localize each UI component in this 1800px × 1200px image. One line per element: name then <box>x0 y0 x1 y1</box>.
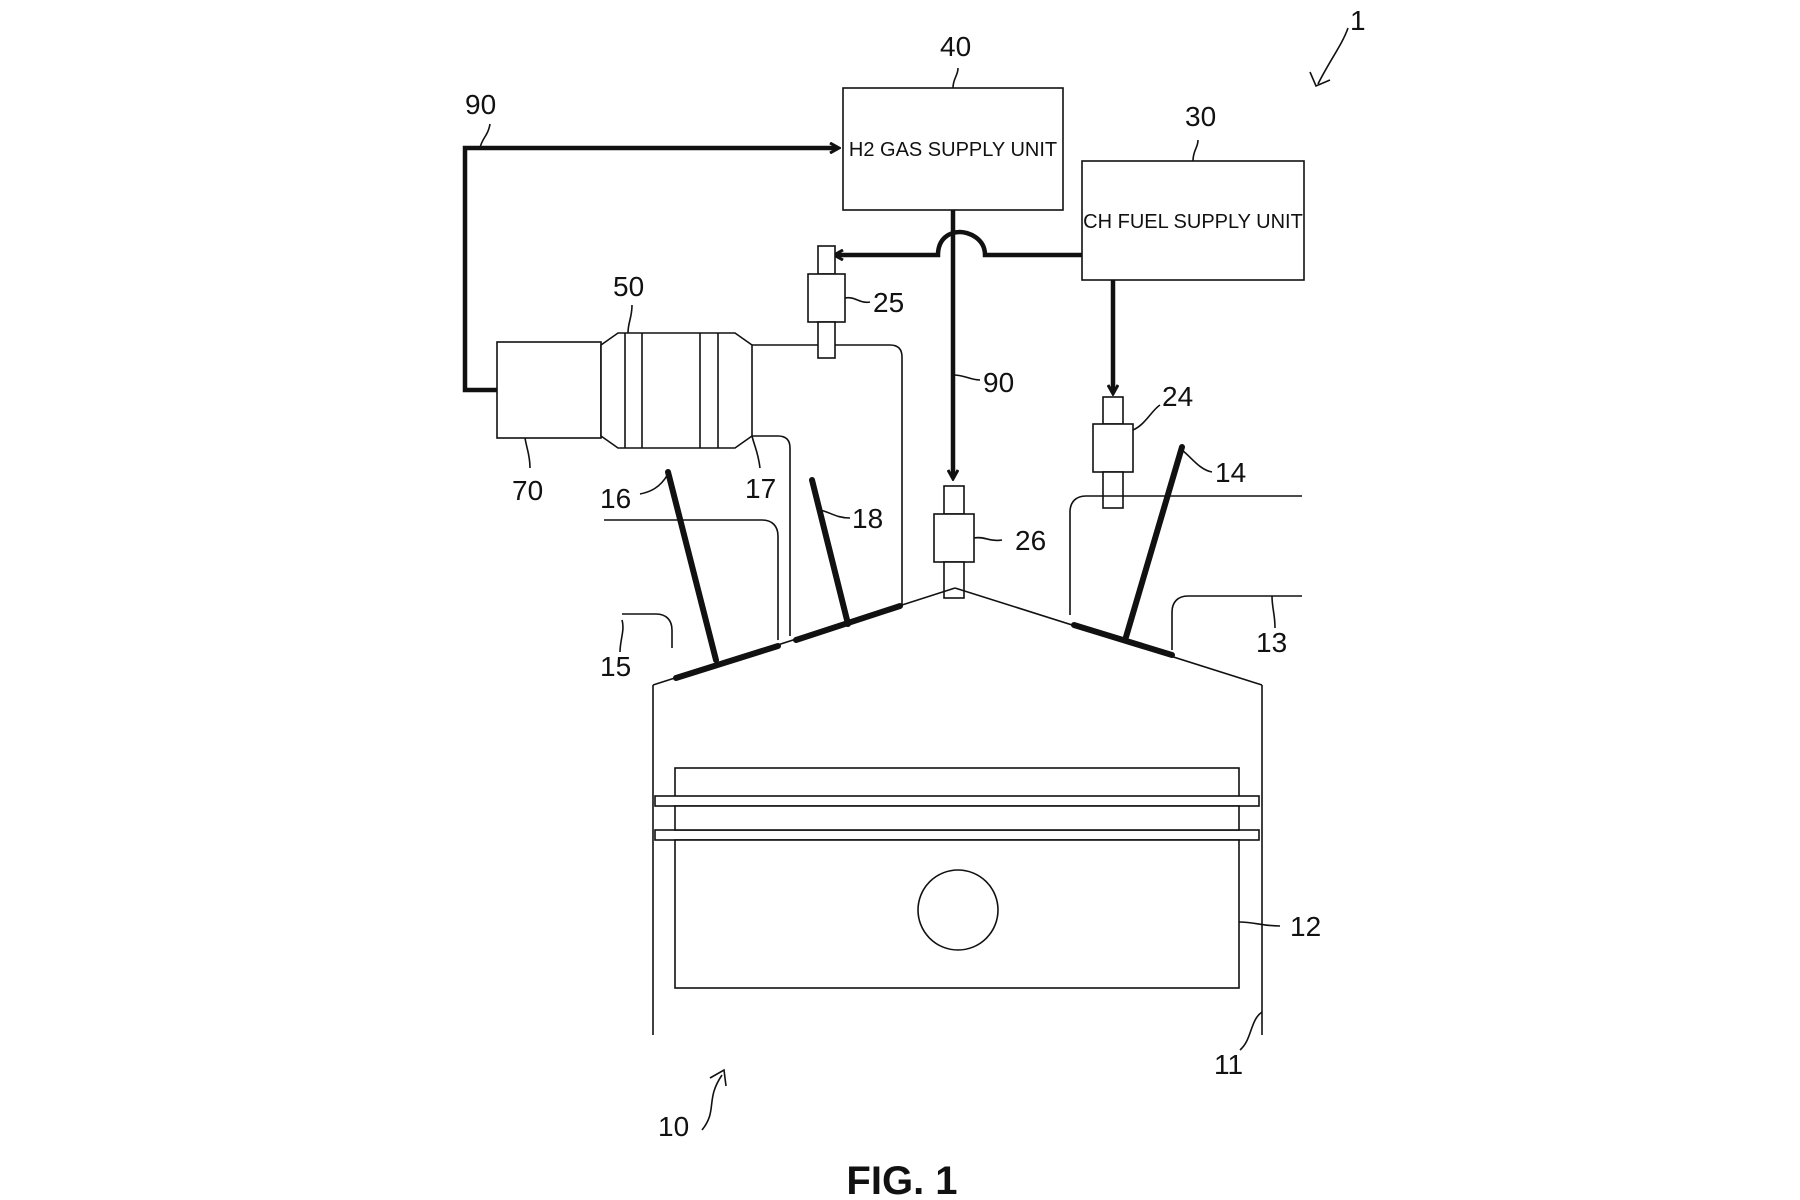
exhaust-pipe-inner <box>752 435 791 636</box>
ch-fuel-supply-unit-label: CH FUEL SUPPLY UNIT <box>1083 211 1303 233</box>
injector-24-stem <box>1102 471 1124 509</box>
injector-25-stem <box>817 321 836 359</box>
leader-15 <box>619 619 624 653</box>
leader-70 <box>524 437 531 469</box>
ref-26: 26 <box>1015 525 1046 556</box>
injector-26-stem <box>943 561 965 599</box>
leader-25 <box>844 296 871 304</box>
ch-fuel-supply-unit-box <box>1081 160 1305 281</box>
leader-16 <box>639 473 669 495</box>
ref-10: 10 <box>658 1111 689 1142</box>
ref-13: 13 <box>1256 627 1287 658</box>
catalyst-50 <box>600 332 753 449</box>
ref-70: 70 <box>512 475 543 506</box>
system-ref-arrowhead <box>1309 71 1331 88</box>
ref-1: 1 <box>1350 5 1366 36</box>
leader-17 <box>751 435 761 469</box>
leader-90-top <box>479 123 491 149</box>
exhaust-valve-16 <box>665 469 719 663</box>
ref-12: 12 <box>1290 911 1321 942</box>
intake-valve-seat <box>1071 622 1175 658</box>
injector-25-body <box>807 273 846 323</box>
piston-ring-2 <box>654 829 1260 841</box>
h2-line-90-top <box>462 148 838 393</box>
leader-14 <box>1181 449 1213 473</box>
ref-15: 15 <box>600 651 631 682</box>
ref-30: 30 <box>1185 101 1216 132</box>
exhaust-port-15 <box>622 613 673 648</box>
leader-50 <box>627 304 633 334</box>
ref-90-mid: 90 <box>983 367 1014 398</box>
injector-26-body <box>933 513 975 563</box>
system-ref-leader <box>1317 27 1349 85</box>
ref-14: 14 <box>1215 457 1246 488</box>
leader-13 <box>1271 595 1276 629</box>
exhaust-pipe-outer <box>752 344 903 604</box>
ref-90-top: 90 <box>465 89 496 120</box>
ref-18: 18 <box>852 503 883 534</box>
ref-50: 50 <box>613 271 644 302</box>
piston-body-connector <box>674 805 1240 831</box>
intake-port-upper <box>1069 495 1302 615</box>
leader-11 <box>1239 1011 1263 1051</box>
ref-24: 24 <box>1162 381 1193 412</box>
leader-18 <box>819 509 851 519</box>
injector-24-tip <box>1102 396 1124 425</box>
intake-valve-14 <box>1123 444 1185 640</box>
exhaust-port-passage <box>604 519 779 640</box>
leader-90-mid <box>952 374 981 381</box>
ref-25: 25 <box>873 287 904 318</box>
h2-gas-supply-unit-label: H2 GAS SUPPLY UNIT <box>849 139 1057 161</box>
leader-24 <box>1132 404 1161 431</box>
injector-25-tip <box>817 245 836 275</box>
injector-26-tip <box>943 485 965 515</box>
ref-16: 16 <box>600 483 631 514</box>
component-70 <box>496 341 602 439</box>
leader-40 <box>952 67 959 89</box>
engine-ref-arrowhead <box>709 1068 727 1087</box>
injector-24-body <box>1092 423 1134 473</box>
leader-30 <box>1192 139 1199 162</box>
leader-12 <box>1238 921 1281 927</box>
exhaust-valve-seat-left <box>673 643 781 681</box>
ch-line-to-25 <box>835 229 1082 255</box>
figure-caption: FIG. 1 <box>846 1159 957 1200</box>
piston-pin <box>917 869 999 951</box>
ref-11: 11 <box>1214 1049 1243 1080</box>
ref-17: 17 <box>745 473 776 504</box>
leader-26 <box>973 536 1003 542</box>
engine-ref-leader <box>701 1074 723 1131</box>
piston-ring-1 <box>654 795 1260 807</box>
valve-18 <box>809 477 851 627</box>
ref-40: 40 <box>940 31 971 62</box>
intake-port-lower <box>1171 595 1302 650</box>
